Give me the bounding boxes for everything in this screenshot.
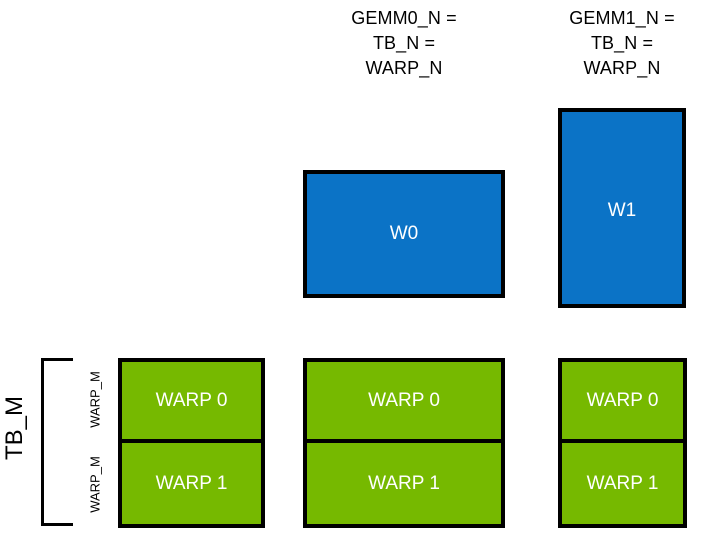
bracket-spine (41, 358, 44, 526)
warp-cell-2-1: WARP 1 (586, 472, 659, 494)
tb-m-bracket (41, 358, 73, 526)
warp-column-1: WARP 0 WARP 1 (303, 358, 505, 528)
column-header-gemm0: GEMM0_N = TB_N = WARP_N (351, 8, 457, 78)
axis-label-tb-m: TB_M (1, 396, 28, 461)
warp-column-0: WARP 0 WARP 1 (118, 358, 265, 528)
axis-label-warp-m-bottom: WARP_M (87, 456, 103, 513)
warp-cell-2-0: WARP 0 (562, 362, 683, 443)
warp-cell-0-0: WARP 0 (122, 362, 261, 443)
blue-block-w1-label: W1 (607, 200, 637, 221)
blue-block-w0: W0 (303, 170, 505, 298)
axis-label-warp-m-top: WARP_M (87, 371, 103, 428)
warp-cell-1-0: WARP 0 (307, 362, 501, 443)
bracket-tick-bottom (41, 523, 73, 526)
warp-cell-0-1: WARP 1 (155, 472, 228, 494)
warp-cell-1-1: WARP 1 (368, 472, 440, 494)
blue-block-w1: W1 (558, 108, 686, 308)
column-header-gemm1: GEMM1_N = TB_N = WARP_N (569, 8, 675, 78)
bracket-tick-top (41, 358, 73, 361)
warp-column-2: WARP 0 WARP 1 (558, 358, 687, 528)
blue-block-w0-label: W0 (389, 223, 419, 244)
